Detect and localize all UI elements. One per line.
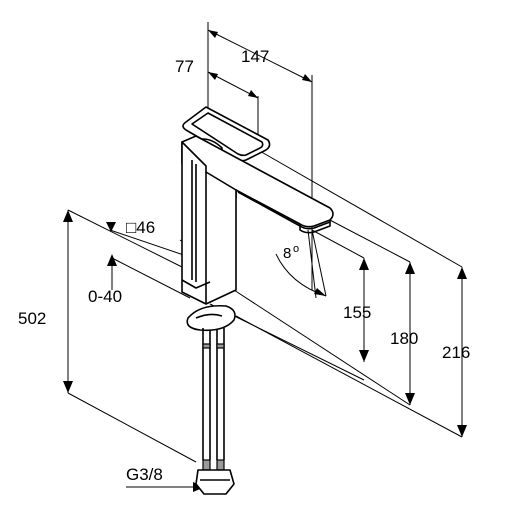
- dim-155-arrow-top: [359, 258, 369, 270]
- mounting-plate: [186, 304, 236, 332]
- label-216: 216: [442, 343, 470, 362]
- angle-line-b: [311, 229, 327, 297]
- angle-arrow: [314, 288, 326, 296]
- spout-outlet: [299, 220, 331, 234]
- dimension-lines: [63, 22, 467, 492]
- label-77: 77: [175, 57, 194, 76]
- dim-77-arrow-right: [248, 90, 258, 98]
- dim-180-arrow-top: [405, 262, 415, 274]
- dim-147-arrow-right: [302, 74, 312, 82]
- faucet-body: [181, 106, 334, 495]
- hose-ferrule-right: [216, 459, 225, 471]
- dim-502-arrow-top: [63, 210, 73, 222]
- hose-clip-left: [202, 343, 211, 349]
- hose-clip-right: [216, 343, 225, 349]
- label-angle-8: 8: [283, 245, 291, 262]
- dim-77-arrow-left: [208, 72, 218, 80]
- mounting-plate-line: [195, 313, 223, 319]
- label-147: 147: [241, 47, 269, 66]
- dim-147-line: [207, 29, 313, 83]
- dim-216-ext-bottom: [235, 315, 463, 438]
- label-502: 502: [18, 309, 46, 328]
- dim-216-arrow-bottom: [457, 425, 467, 437]
- dim-155-ext-top: [311, 229, 365, 259]
- label-0-40: 0-40: [88, 287, 122, 306]
- dim-0-40-ext: [111, 257, 191, 299]
- dim-155-arrow-bottom: [359, 350, 369, 362]
- dim-147-arrow-left: [208, 30, 218, 38]
- connection-nut: [195, 469, 235, 495]
- dimension-labels: 147 77 □46 0-40 502 G3/8 155 180 216 8 o: [18, 47, 470, 484]
- dim-502-ext-bottom: [67, 392, 197, 463]
- dim-502-ext-top: [67, 209, 193, 273]
- angle-line-a: [307, 229, 317, 299]
- label-180: 180: [390, 329, 418, 348]
- dim-0-40-arrow: [107, 254, 117, 266]
- label-square-46: □46: [126, 218, 155, 237]
- label-155: 155: [343, 303, 371, 322]
- label-angle-degree: o: [293, 243, 299, 255]
- column-foot-line: [181, 279, 211, 289]
- lever-handle-inner: [191, 112, 264, 157]
- dim-216-arrow-top: [457, 267, 467, 279]
- dim-180-ext-top: [325, 217, 411, 263]
- dim-180-ext-bottom: [233, 289, 411, 406]
- dim-46-arrow-left: [106, 222, 116, 232]
- dim-502-arrow-bottom: [63, 381, 73, 393]
- hose-ferrule-left: [202, 459, 211, 471]
- label-g3-8: G3/8: [126, 465, 163, 484]
- dim-216-ext-top: [257, 149, 463, 268]
- dim-180-arrow-bottom: [405, 393, 415, 405]
